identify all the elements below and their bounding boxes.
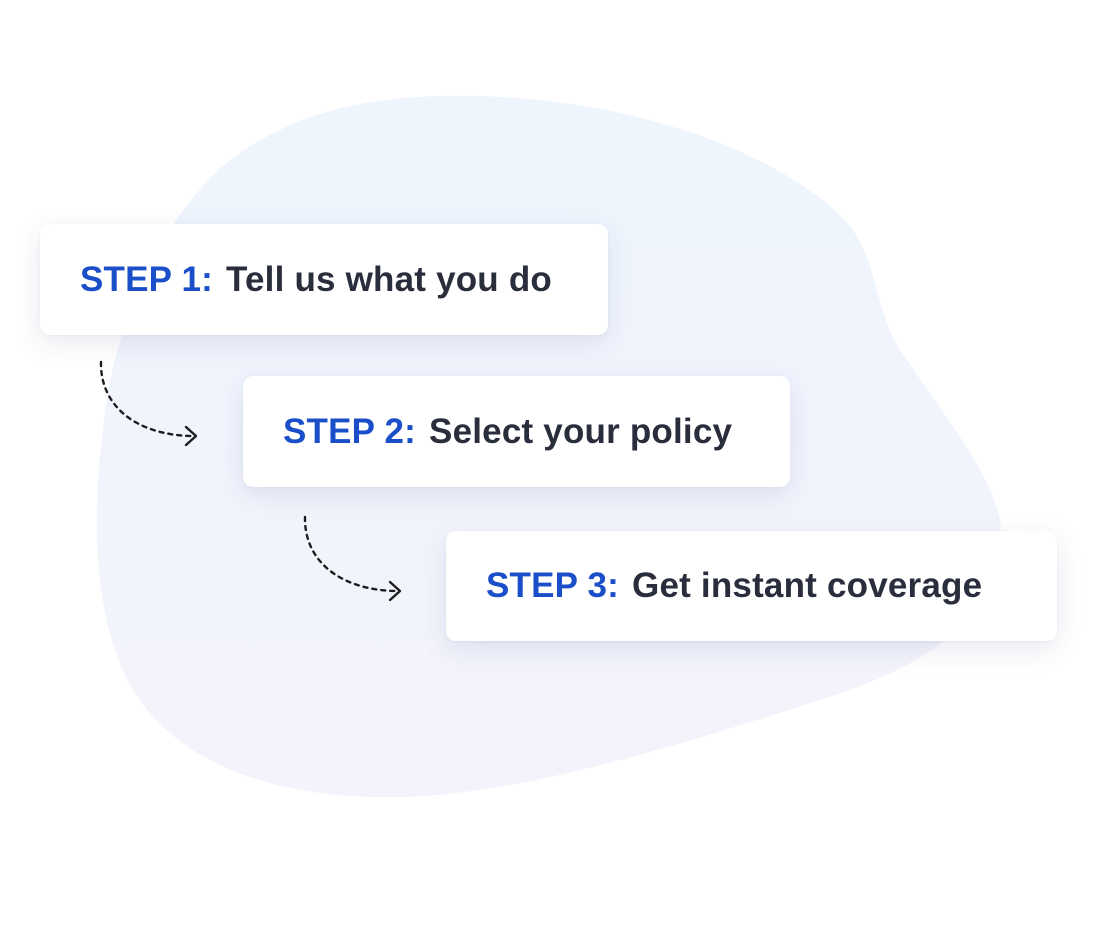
step-card-2: STEP 2: Select your policy [243,376,790,487]
step-label: STEP 1: [80,259,214,299]
step-text: Tell us what you do [226,259,552,299]
step-label: STEP 2: [283,411,417,451]
step-card-1: STEP 1: Tell us what you do [40,224,608,335]
step-card-3: STEP 3: Get instant coverage [446,531,1057,641]
step-label: STEP 3: [486,566,620,605]
step-text: Select your policy [429,411,733,451]
step-text: Get instant coverage [632,566,983,605]
